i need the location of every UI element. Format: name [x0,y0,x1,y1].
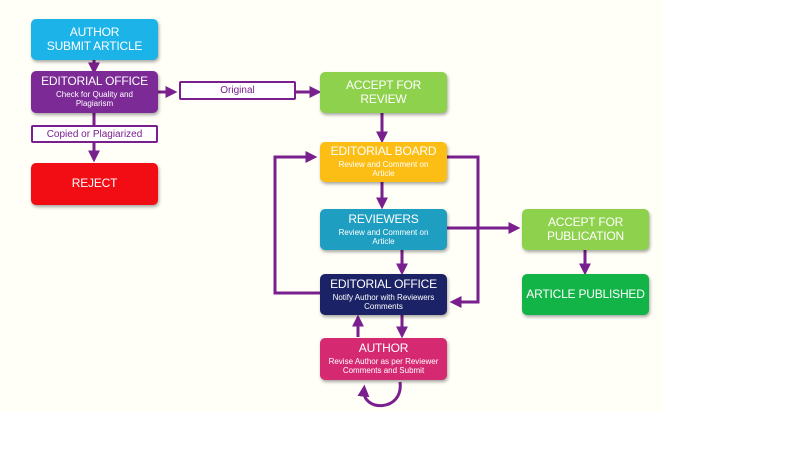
node-reject: REJECT [31,163,158,205]
node-editorial-office-check-subtitle2: Plagiarism [75,99,114,109]
node-editorial-office-notify-title: EDITORIAL OFFICE [330,276,437,291]
node-accept-review-title: ACCEPT FOR [345,77,422,92]
node-editorial-board-title: EDITORIAL BOARD [330,144,437,159]
node-accept-publication-title: ACCEPT FOR [547,214,624,229]
node-author-submit: AUTHOR SUBMIT ARTICLE [31,19,158,60]
node-author-submit-title2: SUBMIT ARTICLE [46,38,143,53]
node-author-submit-title: AUTHOR [69,24,120,39]
node-reviewers-subtitle2: Article [372,236,395,246]
edge-label-copied: Copied or Plagiarized [31,125,158,143]
node-editorial-office-notify: EDITORIAL OFFICE Notify Author with Revi… [320,274,447,315]
arrow-author-self-loop [357,381,402,407]
node-editorial-board-subtitle2: Article [372,169,395,179]
arrow-notify-loop-to-board [273,151,320,295]
node-author-revise-subtitle: Revise Author as per Reviewer [328,357,439,367]
node-author-revise-title: AUTHOR [358,341,409,356]
node-accept-publication-title2: PUBLICATION [547,228,624,243]
node-editorial-office-check: EDITORIAL OFFICE Check for Quality and P… [31,71,158,113]
node-editorial-office-notify-subtitle2: Comments [364,301,403,311]
node-author-revise: AUTHOR Revise Author as per Reviewer Com… [320,338,447,380]
node-editorial-office-notify-subtitle: Notify Author with Reviewers [332,292,435,302]
node-accept-publication: ACCEPT FOR PUBLICATION [522,209,649,250]
node-reviewers-title: REVIEWERS [348,211,419,226]
edge-label-original: Original [179,81,296,100]
node-article-published: ARTICLE PUBLISHED [522,274,649,315]
node-editorial-board-subtitle: Review and Comment on [338,160,429,170]
node-reviewers: REVIEWERS Review and Comment on Article [320,209,447,250]
node-article-published-title: ARTICLE PUBLISHED [526,286,645,301]
node-accept-review: ACCEPT FOR REVIEW [320,72,447,113]
node-editorial-office-check-subtitle: Check for Quality and [56,90,133,100]
node-editorial-office-check-title: EDITORIAL OFFICE [41,74,148,89]
node-reviewers-subtitle: Review and Comment on [338,227,429,237]
node-editorial-board: EDITORIAL BOARD Review and Comment on Ar… [320,142,447,182]
node-accept-review-title2: REVIEW [360,91,407,106]
node-author-revise-subtitle2: Comments and Submit [342,366,425,376]
node-reject-title: REJECT [71,176,118,191]
